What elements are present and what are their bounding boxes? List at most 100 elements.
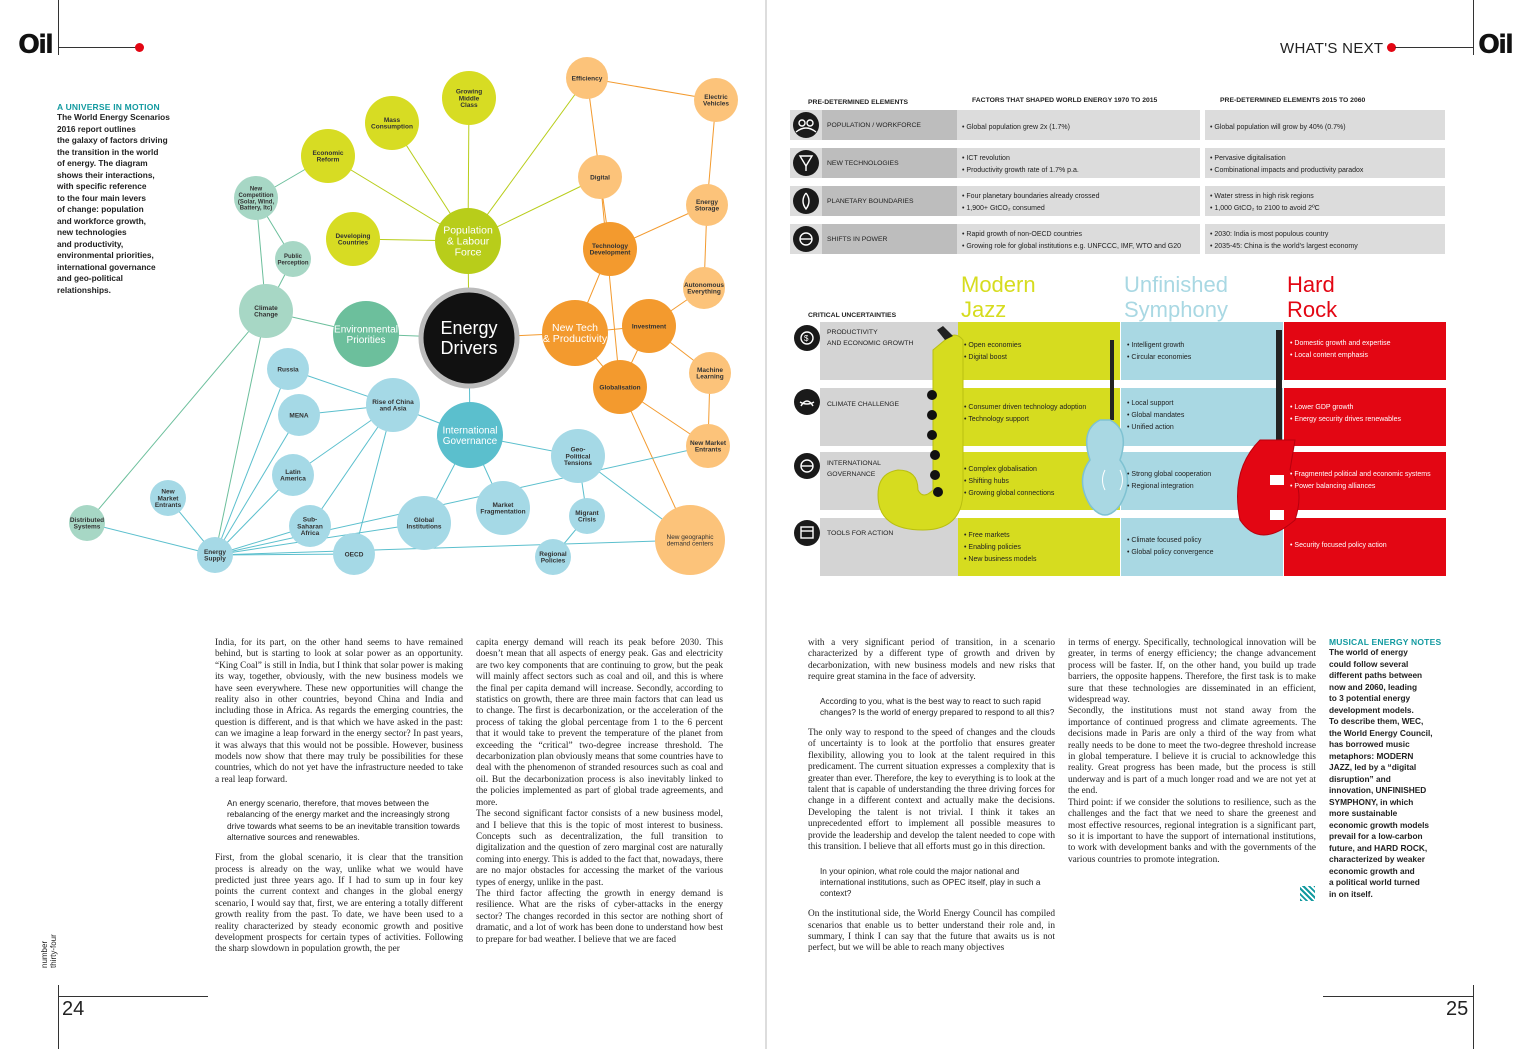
predetermined-label: POPULATION / WORKFORCE: [827, 122, 921, 129]
node-label-machine: Learning: [696, 374, 723, 381]
sidebar-line: and geo-political: [57, 273, 123, 283]
node-label-econ: Economic: [312, 150, 343, 157]
node-label-pop: & Labour: [447, 236, 490, 248]
sidebar-line: the galaxy of factors driving: [57, 135, 168, 145]
scenario-cell: • Lower GDP growth• Energy security driv…: [1290, 404, 1401, 423]
node-label-newentrants: Entrants: [695, 447, 722, 454]
node-globalisation: [593, 360, 647, 414]
node-label-marketfrag: Fragmentation: [480, 509, 525, 516]
node-investment: [622, 299, 676, 353]
sidebar-right-line: disruption” and: [1329, 773, 1391, 784]
sidebar-right-line: a political world turned: [1329, 877, 1420, 887]
future-elements-cell: • Global population will grow by 40% (0.…: [1210, 124, 1346, 131]
sidebar-right-line: JAZZ, led by a “digital: [1329, 762, 1417, 772]
scenario-cell: • Security focused policy action: [1290, 542, 1387, 549]
scenario-cell: • Free markets• Enabling policies• New b…: [964, 532, 1037, 563]
header-predetermined: PRE-DETERMINED ELEMENTS: [808, 99, 909, 106]
sidebar-right-line: could follow several: [1329, 658, 1409, 669]
sidebar-right-line: more sustainable: [1329, 808, 1398, 818]
node-regional: [535, 539, 571, 575]
future-elements-cell: • 2030: India is most populous country• …: [1210, 231, 1358, 250]
sidebar-line: and workforce growth,: [57, 215, 146, 226]
sidebar-line: shows their interactions,: [57, 169, 155, 180]
sidebar-right-line: to 3 potential energy: [1329, 693, 1411, 703]
sidebar-right-line: economic growth models: [1329, 819, 1430, 830]
node-label-geodemand: demand centers: [667, 541, 714, 548]
energy-drivers-hub: [418, 287, 520, 389]
node-label-regional: Regional: [539, 551, 567, 558]
node-label-digital: Digital: [590, 174, 610, 181]
node-label-geopol: Tensions: [564, 460, 592, 467]
sidebar-line: relationships.: [57, 284, 111, 295]
future-elements-cell: • Water stress in high risk regions• 1,0…: [1210, 193, 1320, 212]
sidebar-right-line: has borrowed music: [1329, 739, 1410, 749]
node-pop: [435, 208, 501, 274]
diagram-link: [214, 553, 355, 556]
universe-sidebar: A UNIVERSE IN MOTION The World Energy Sc…: [57, 102, 197, 296]
node-label-supply: Energy: [204, 549, 226, 556]
node-migrant: [569, 498, 605, 534]
uncertainty-label: TOOLS FOR ACTION: [827, 530, 894, 537]
node-label-perception: Perception: [277, 260, 308, 266]
node-middle: [442, 71, 496, 125]
node-label-env: Priorities: [347, 335, 386, 346]
node-label-storage: Energy: [696, 199, 718, 206]
node-label-electric: Electric: [704, 94, 728, 101]
past-factors-cell: • Rapid growth of non-OECD countries• Gr…: [962, 231, 1182, 250]
sidebar-right-line: future, and HARD ROCK,: [1329, 842, 1428, 853]
node-oecd: [333, 533, 375, 575]
node-label-gov: International: [442, 425, 497, 436]
sidebar-line: of energy. The diagram: [57, 158, 148, 168]
scenario-cell: • Open economies• Digital boost: [964, 342, 1022, 361]
node-label-migrant: Migrant: [575, 510, 599, 517]
sidebar-right-line: To describe them, WEC,: [1329, 716, 1424, 726]
article-column-2: capita energy demand will reach its peak…: [476, 638, 723, 945]
node-storage: [686, 184, 728, 226]
node-label-geopol: Geo-: [571, 446, 586, 453]
scenario-cell: • Fragmented political and economic syst…: [1290, 471, 1431, 490]
node-electric: [694, 78, 738, 122]
node-label-middle: Growing: [456, 88, 482, 95]
diagram-link: [214, 539, 691, 556]
node-label-pop: Population: [443, 225, 493, 237]
node-newentrants: [686, 424, 730, 468]
scenario-cell: • Strong global cooperation• Regional in…: [1127, 471, 1212, 490]
node-ssa: [289, 505, 331, 547]
node-label-autonomous: Autonomous: [684, 282, 724, 289]
past-factors-cell: • ICT revolution• Productivity growth ra…: [962, 155, 1079, 174]
node-label-globalisation: Globalisation: [599, 384, 640, 391]
predetermined-label: SHIFTS IN POWER: [827, 236, 888, 243]
saxophone-icon: [877, 326, 964, 531]
uncertainty-label: CLIMATE CHALLENGE: [827, 401, 900, 408]
sidebar-line: of change: population: [57, 204, 144, 214]
scenario-cell: • Domestic growth and expertise• Local c…: [1290, 340, 1391, 359]
node-label-latam: America: [280, 476, 306, 483]
node-label-efficiency: Efficiency: [572, 75, 603, 82]
hub-label: Energy: [440, 318, 497, 338]
node-env: [333, 301, 399, 367]
sidebar-line: the transition in the world: [57, 146, 159, 157]
section-title: WHAT'S NEXT: [1280, 40, 1384, 57]
node-label-ssa: Saharan: [297, 523, 323, 530]
sidebar-right-title: MUSICAL ENERGY NOTES: [1329, 637, 1442, 647]
node-distributed: [69, 505, 105, 541]
header-uncertainties: CRITICAL UNCERTAINTIES: [808, 312, 897, 319]
sidebar-line: new technologies: [57, 227, 127, 237]
node-label-pop: Force: [455, 247, 482, 259]
node-label-marketentrants: Market: [158, 495, 180, 502]
node-techdev: [583, 222, 637, 276]
scenario-cell: • Consumer driven technology adoption• T…: [964, 404, 1087, 423]
sidebar-right-line: metaphors: MODERN: [1329, 750, 1414, 761]
node-digital: [578, 155, 622, 199]
sidebar-right-line: SYMPHONY, in which: [1329, 796, 1414, 807]
sidebar-right-line: economic growth and: [1329, 865, 1415, 876]
node-label-migrant: Crisis: [578, 517, 596, 524]
node-label-electric: Vehicles: [703, 101, 729, 108]
sidebar-right-line: innovation, UNFINISHED: [1329, 785, 1427, 795]
node-label-newcomp: Battery, Itc): [240, 206, 273, 212]
node-china: [366, 378, 420, 432]
sidebar-right-line: prevail for a low-carbon: [1329, 831, 1423, 841]
